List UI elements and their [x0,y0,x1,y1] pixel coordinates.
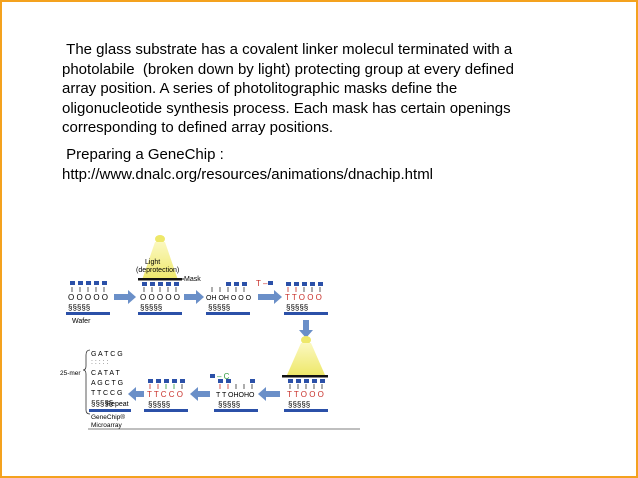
arrow-left-repeat [128,387,144,401]
wafer-group: O O O O O §§§§§ Wafer [66,281,110,325]
arrow-left-2 [190,387,210,401]
coupled-t-group: T T O O O §§§§§ [284,282,328,315]
arrow-left-1 [258,387,280,401]
mer-label: 25-mer [60,370,81,377]
svg-text:§§§§§: §§§§§ [140,303,162,312]
chip-row-1: G A T C G [91,351,123,358]
repeat-label: Repeat [106,401,129,408]
reagent-c-label: – C [217,372,230,381]
mask-label: Mask [184,276,201,283]
light-beam-1 [142,235,178,280]
chip-row-3: A G C T G [91,380,123,387]
ttcco-row: T T C C O [147,390,183,399]
svg-text:§§§§§: §§§§§ [286,303,308,312]
arrow-down [299,320,313,338]
coupled-c-group: T T C C O §§§§§ [144,379,188,412]
deprotection-label: (deprotection) [136,267,179,274]
second-mask-group: T T O O O §§§§§ [282,375,328,412]
base-row-1: O O O O O [68,293,108,302]
microarray-label: Microarray [91,422,122,429]
light-beam-2 [287,336,325,375]
wafer-label: Wafer [72,318,91,325]
arrow-right-3 [258,290,282,304]
svg-text:§§§§§: §§§§§ [288,400,310,409]
deprotected-group: OH OH O O O §§§§§ [206,282,252,315]
chip-row-4: T T C C G [91,390,123,397]
svg-text:§§§§§: §§§§§ [208,303,230,312]
slide-paragraph-genechip-link: Preparing a GeneChip : http://www.dnalc.… [62,146,434,183]
base-row-2: O O O O O [140,293,180,302]
genechip-microarray: G A T C G : : : : : C A T A T A G C T G … [82,349,131,429]
tt-row: T T O O O [285,293,322,302]
oh-row: OH OH O O O [206,295,252,302]
light-label: Light [145,259,160,266]
arrow-right-1 [114,290,136,304]
tt-oh-row: T T OHOHO [216,392,255,399]
svg-text:§§§§§: §§§§§ [148,400,170,409]
deprotected-group-2: T T OHOHO §§§§§ [214,379,258,412]
chip-row-2: C A T A T [91,370,121,377]
mask-group: O O O O O §§§§§ Mask [138,276,201,315]
tt-row-2: T T O O O [287,390,324,399]
svg-text:§§§§§: §§§§§ [91,399,113,408]
genechip-synthesis-figure: Light (deprotection) O O O O O §§§§§ Waf… [60,235,360,430]
arrow-right-2 [184,290,204,304]
slide-paragraph-substrate: The glass substrate has a covalent linke… [62,41,514,136]
svg-text:: : : : :: : : : : : [91,359,109,366]
svg-text:§§§§§: §§§§§ [68,303,90,312]
reagent-t-label: T – [256,279,268,288]
svg-text:§§§§§: §§§§§ [218,400,240,409]
genechip-label: GeneChip® [91,413,125,421]
